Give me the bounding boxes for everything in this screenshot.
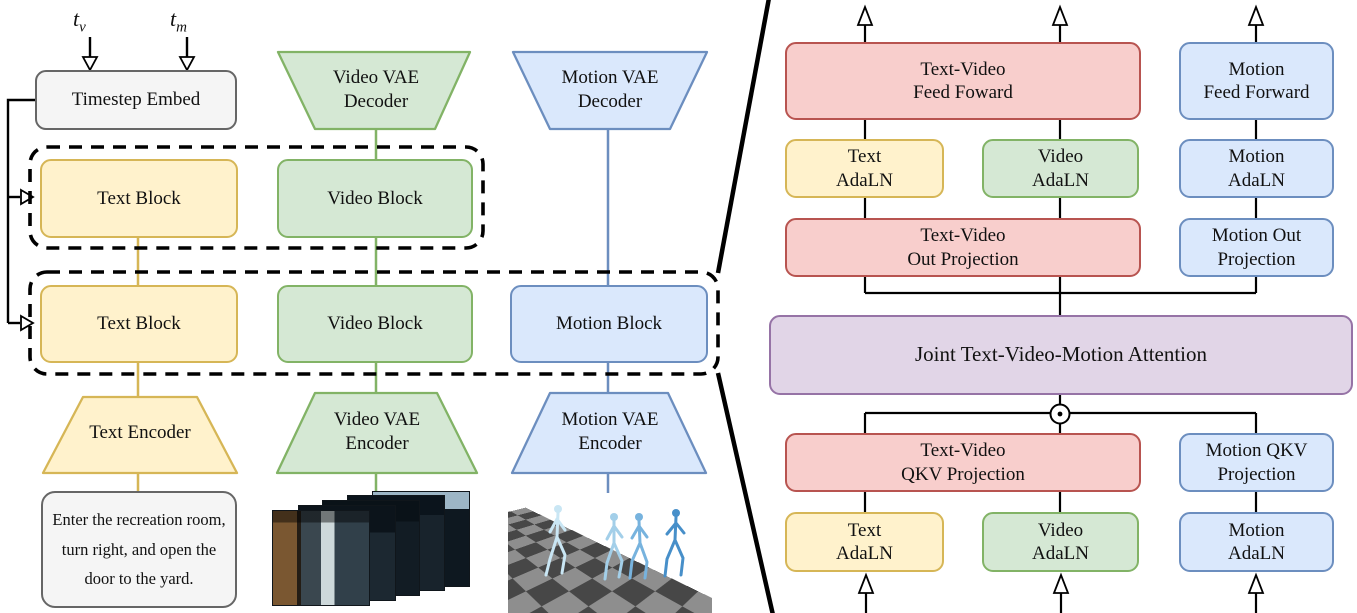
video-vae-encoder-shape: [275, 391, 479, 475]
timestep-tv-label: tv: [73, 6, 86, 36]
arrowhead-up-icon: [1052, 572, 1070, 594]
timestep-arrows: [81, 37, 196, 72]
arrowhead-down-icon: [178, 56, 196, 72]
arrowhead-up-icon: [1051, 4, 1069, 26]
joint-attention-box: Joint Text-Video-Motion Attention: [769, 315, 1353, 395]
text-block-1: Text Block: [40, 159, 238, 238]
elementwise-multiply-dot: [1057, 411, 1063, 417]
video-block-1: Video Block: [277, 159, 473, 238]
arrowhead-up-icon: [857, 572, 875, 594]
magnifier-lines: [715, 0, 775, 613]
arrowhead-up-icon: [1247, 572, 1265, 594]
motion-skeleton: [544, 505, 567, 577]
prompt-text-box: Enter the recreation room, turn right, a…: [41, 491, 237, 608]
video-vae-decoder-shape: [276, 50, 472, 131]
motion-block: Motion Block: [510, 285, 708, 363]
motion-vae-decoder-shape: [511, 50, 709, 131]
video-frame: [272, 510, 370, 606]
arrowhead-up-icon: [1247, 4, 1265, 26]
timestep-embed-box: Timestep Embed: [35, 70, 237, 130]
motion-skeleton: [628, 513, 649, 580]
trapezoid-shapes: [41, 50, 709, 475]
text-block-2: Text Block: [40, 285, 238, 363]
right-panel-lines: [856, 4, 1265, 613]
video-block-2: Video Block: [277, 285, 473, 363]
arrowhead-down-icon: [81, 56, 99, 72]
conditioning-tree: [6, 98, 35, 332]
column-connector-lines: [136, 128, 610, 497]
block-row-2-group: [28, 270, 720, 376]
motion-skeletons: [544, 505, 686, 581]
text-encoder-label: Text Encoder: [89, 421, 191, 443]
motion-skeleton: [663, 509, 686, 578]
text-encoder-shape: [41, 395, 239, 475]
block-row-1-group: [28, 145, 485, 250]
motion-skeleton: [603, 513, 624, 581]
arrowhead-right-icon: [20, 188, 35, 206]
video-frames: [268, 487, 482, 610]
motion-visualization: [508, 493, 712, 613]
arrowhead-up-icon: [856, 4, 874, 26]
motion-vae-encoder-shape: [510, 391, 708, 475]
dashed-group-boxes: [28, 145, 720, 376]
timestep-tm-label: tm: [170, 6, 187, 36]
arrowhead-right-icon: [20, 314, 35, 332]
